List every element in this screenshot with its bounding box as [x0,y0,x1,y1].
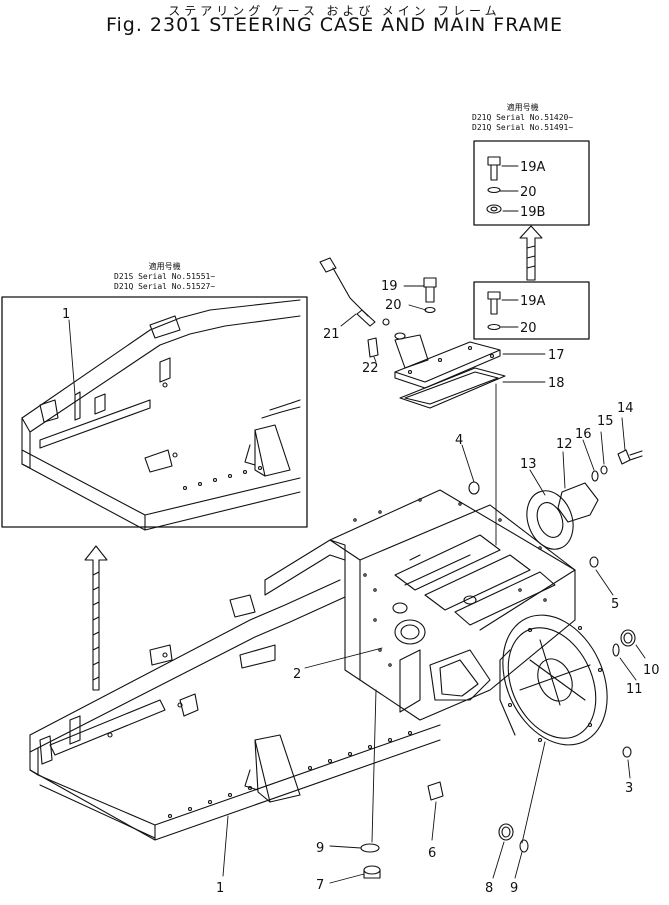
callout-3: 3 [625,781,633,796]
bolt-14 [617,449,643,465]
callout-22: 22 [362,361,379,376]
washer-15 [600,465,608,475]
inset-arrow [84,545,108,691]
callout-1-main: 1 [216,881,224,896]
serial-note-inset-line-1: D21S Serial No.51551~ [114,272,216,281]
plug-4 [468,481,480,495]
plug-5 [589,556,599,568]
figure-title: Fig. 2301 STEERING CASE AND MAIN FRAME [105,14,564,36]
callout-21: 21 [323,327,340,342]
plug-3 [622,746,632,758]
bolt-19 [423,277,437,314]
callout-20: 20 [385,298,402,313]
callout-1-inset: 1 [62,307,70,322]
inset-main-frame [21,299,301,531]
drain-plug-7 [363,865,381,879]
callout-19a-upper: 19A [520,160,546,175]
callout-2: 2 [293,667,301,682]
plug-6 [427,781,444,801]
callout-10: 10 [643,663,660,678]
main-frame-rails [29,579,441,841]
serial-note-inset-line-2: D21Q Serial No.51527~ [114,282,216,291]
callout-15: 15 [597,414,614,429]
mid-kit-box [473,281,590,340]
steering-case-body [264,489,576,721]
upper-kit-box [473,140,590,226]
gasket-13 [526,490,574,550]
callout-19b-upper: 19B [520,205,545,220]
oring-9-right [519,839,529,853]
serial-note-upper-line-1: D21Q Serial No.51420~ [472,113,574,122]
mid-kit-parts [487,291,501,331]
side-cover-12 [557,482,599,523]
upper-kit-parts [486,156,502,214]
serial-note-inset: 適用号機 D21S Serial No.51551~ D21Q Serial N… [114,262,215,292]
plug-22 [367,337,379,358]
callout-17: 17 [548,348,565,363]
callout-4: 4 [455,433,463,448]
inset-frame-box [1,296,308,528]
serial-note-upper: 適用号機 D21Q Serial No.51420~ D21Q Serial N… [472,103,573,133]
callout-19a-mid: 19A [520,294,546,309]
callout-13: 13 [520,457,537,472]
callout-18: 18 [548,376,565,391]
callout-9-right: 9 [510,881,518,896]
kit-arrow [519,225,543,281]
callout-6: 6 [428,846,436,861]
title-japanese: ステアリング ケース および メイン フレーム [168,4,501,18]
oring-11 [612,643,620,657]
callout-7: 7 [316,878,324,893]
callout-11: 11 [626,682,643,697]
gasket-18 [399,367,506,409]
breather-pipe [394,334,429,369]
sensor-21 [319,257,376,327]
callout-5: 5 [611,597,619,612]
leader-lines [68,165,646,884]
callout-9-left: 9 [316,841,324,856]
top-cover-17 [394,341,501,389]
plug-10 [620,629,636,647]
serial-note-upper-line-2: D21Q Serial No.51491~ [472,123,574,132]
callout-14: 14 [617,401,634,416]
callout-20-upper: 20 [520,185,537,200]
callout-20-mid: 20 [520,321,537,336]
oring-9-left [360,843,380,853]
washer-16 [591,470,599,482]
callout-12: 12 [556,437,573,452]
serial-note-inset-heading: 適用号機 [148,262,181,271]
callout-19: 19 [381,279,398,294]
callout-8: 8 [485,881,493,896]
plug-8 [498,823,514,841]
serial-note-upper-heading: 適用号機 [506,103,539,112]
final-drive-housing [499,614,608,746]
callout-16: 16 [575,427,592,442]
